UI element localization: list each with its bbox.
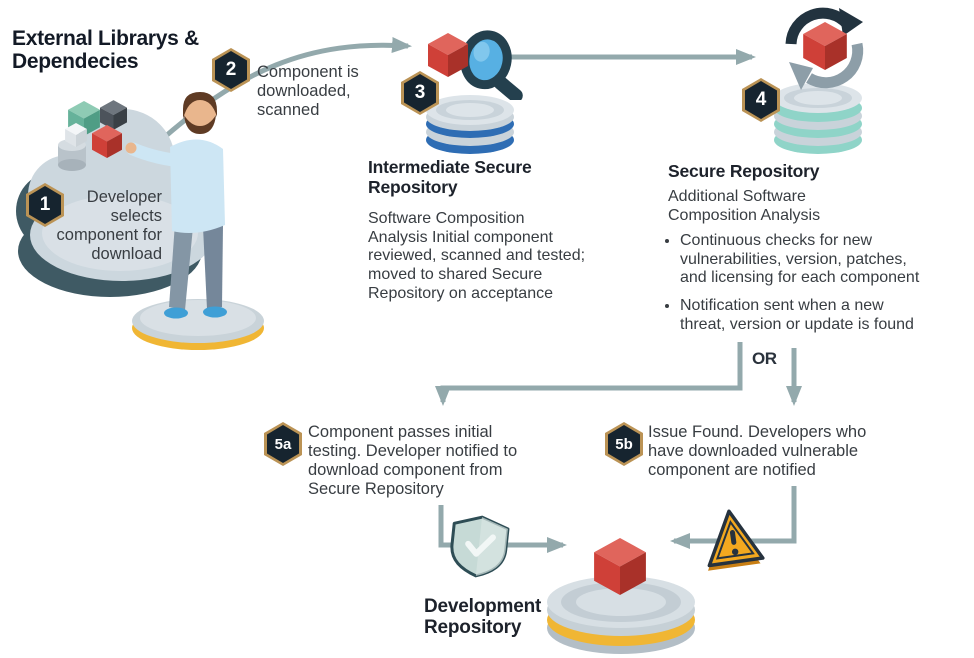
step-5b-text: Issue Found. Developers who have downloa…	[648, 423, 867, 479]
warning-icon	[707, 509, 765, 571]
step-badge-1: 1	[26, 183, 64, 227]
step-badge-4: 4	[742, 78, 780, 122]
secure-repo-icon	[774, 83, 862, 154]
secure-repo-bullet-list: Continuous checks for new vulnerabilitie…	[664, 232, 932, 344]
arrow-5b-to-devrepo	[670, 486, 797, 549]
intermediate-repo-body: Software Composition Analysis Initial co…	[368, 210, 586, 302]
step-number: 5b	[615, 435, 633, 453]
secure-repo-bullet: Continuous checks for new vulnerabilitie…	[680, 232, 932, 288]
development-repo-title: Development Repository	[424, 596, 542, 639]
secure-repo-title: Secure Repository	[668, 161, 820, 181]
analysis-refresh-icon	[785, 7, 864, 90]
step-1-text: Developer selects component for download	[56, 188, 162, 263]
developer-figure	[125, 92, 264, 350]
or-label: OR	[752, 349, 777, 368]
step-number: 2	[225, 59, 237, 80]
arrow-5a-to-devrepo	[438, 505, 567, 553]
arrow-secure-to-5a	[435, 342, 743, 406]
shield-check-icon	[450, 515, 510, 578]
step-badge-2: 2	[212, 48, 250, 92]
secure-repo-subtitle: Additional Software Composition Analysis	[668, 188, 821, 224]
intermediate-repo-title: Intermediate Secure Repository	[368, 157, 532, 197]
step-badge-5b: 5b	[605, 422, 643, 466]
diagram-title: External Librarys & Dependecies	[12, 27, 199, 73]
arrow-cloud-to-intermediate	[148, 37, 412, 152]
step-number: 1	[39, 194, 51, 215]
step-badge-3: 3	[401, 71, 439, 115]
step-number: 5a	[274, 435, 292, 453]
development-repo-icon	[547, 538, 695, 654]
step-number: 4	[755, 89, 767, 110]
step-2-text: Component is downloaded, scanned	[257, 63, 359, 119]
secure-repo-bullet: Notification sent when a new threat, ver…	[680, 297, 932, 334]
step-5a-text: Component passes initial testing. Develo…	[308, 423, 518, 498]
step-badge-5a: 5a	[264, 422, 302, 466]
step-number: 3	[414, 82, 426, 103]
intermediate-repo-icon	[426, 95, 514, 154]
